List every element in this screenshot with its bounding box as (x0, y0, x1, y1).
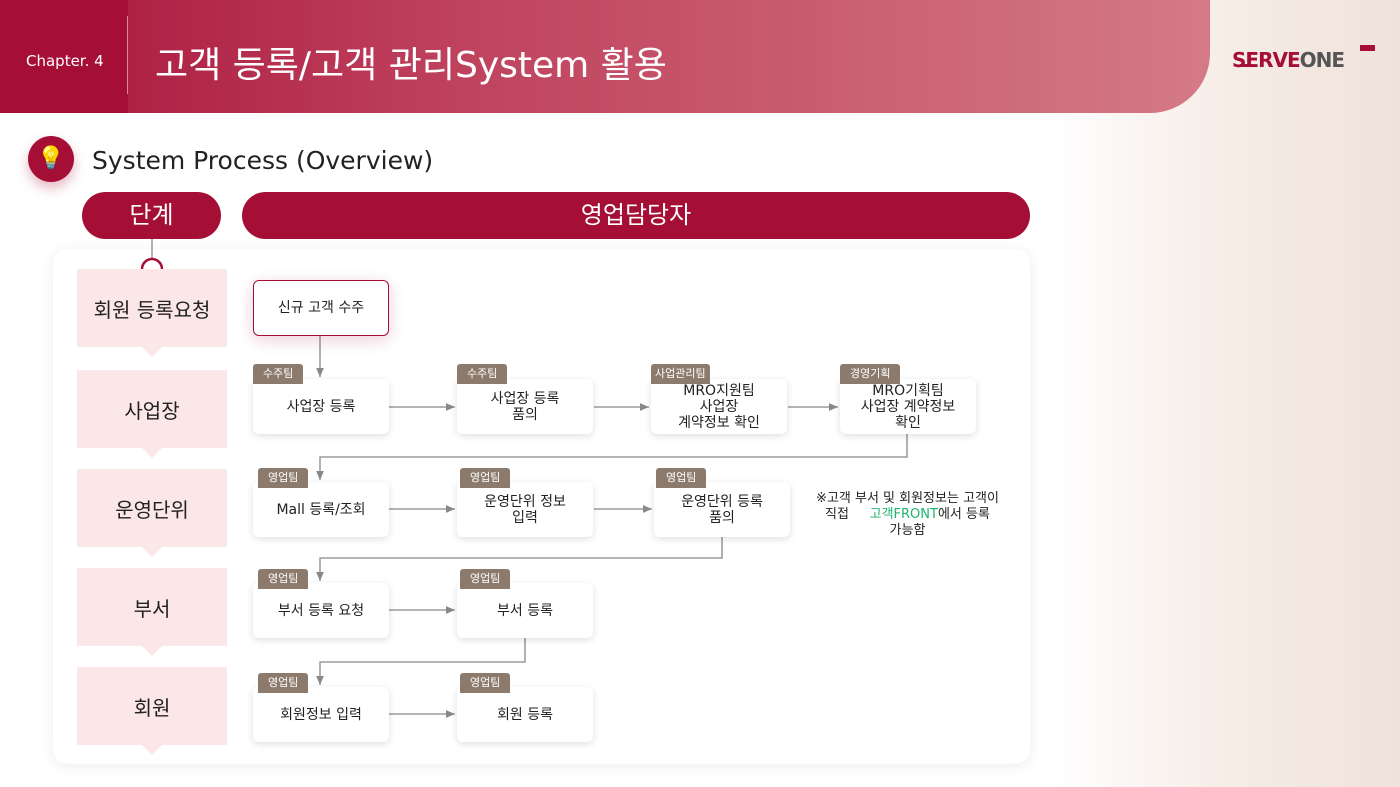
team-tag: 수주팀 (457, 364, 508, 384)
process-box: Mall 등록/조회 (253, 482, 389, 537)
team-tag: 영업팀 (460, 569, 511, 589)
stage-unit: 운영단위 (77, 469, 227, 557)
chapter-label: Chapter. 4 (26, 52, 104, 70)
process-box: 사업장 등록 (253, 379, 389, 434)
team-tag: 영업팀 (258, 468, 309, 488)
process-box: 사업장 등록 품의 (457, 379, 593, 434)
page-title: 고객 등록/고객 관리System 활용 (155, 45, 667, 86)
logo-one: ONE (1299, 48, 1345, 72)
note-line: 가능함 (889, 523, 926, 538)
logo-underline (1240, 64, 1252, 67)
team-tag: 경영기획 (840, 364, 901, 384)
header-banner (0, 0, 1210, 113)
owner-column-header: 영업담당자 (242, 192, 1030, 239)
lightbulb-icon: 💡 (28, 136, 74, 182)
team-tag: 영업팀 (258, 569, 309, 589)
note-line: ※고객 부서 및 회원정보는 고객이 (816, 491, 999, 506)
process-box: MRO지원팀 사업장 계약정보 확인 (651, 379, 787, 434)
process-box: 운영단위 정보 입력 (457, 482, 593, 537)
logo-serve: SERVE (1232, 48, 1301, 72)
stage-member-request: 회원 등록요청 (77, 269, 227, 357)
divider (127, 16, 128, 94)
process-box: 운영단위 등록 품의 (654, 482, 790, 537)
section-title: System Process (Overview) (92, 146, 434, 175)
process-box: MRO기획팀 사업장 계약정보 확인 (840, 379, 976, 434)
chapter-box (0, 0, 128, 113)
process-box: 회원 등록 (457, 687, 593, 742)
team-tag: 영업팀 (258, 673, 309, 693)
team-tag: 수주팀 (253, 364, 304, 384)
process-box: 부서 등록 요청 (253, 583, 389, 638)
note-highlight: 고객FRONT (869, 507, 938, 522)
stage-column-header: 단계 (82, 192, 221, 239)
note-text: ※고객 부서 및 회원정보는 고객이 직접 고객FRONT에서 등록 가능함 (800, 491, 1015, 539)
note-line: 에서 등록 (937, 507, 990, 522)
logo: SERVEONE (1232, 48, 1345, 72)
stage-dept: 부서 (77, 568, 227, 656)
process-box: 회원정보 입력 (253, 687, 389, 742)
team-tag: 영업팀 (460, 673, 511, 693)
note-line: 직접 (825, 507, 854, 522)
stage-member: 회원 (77, 667, 227, 755)
team-tag: 사업관리팀 (651, 364, 710, 384)
team-tag: 영업팀 (460, 468, 511, 488)
logo-mark (1360, 45, 1375, 51)
stage-site: 사업장 (77, 370, 227, 458)
process-box: 부서 등록 (457, 583, 593, 638)
team-tag: 영업팀 (656, 468, 707, 488)
start-node: 신규 고객 수주 (253, 280, 389, 336)
